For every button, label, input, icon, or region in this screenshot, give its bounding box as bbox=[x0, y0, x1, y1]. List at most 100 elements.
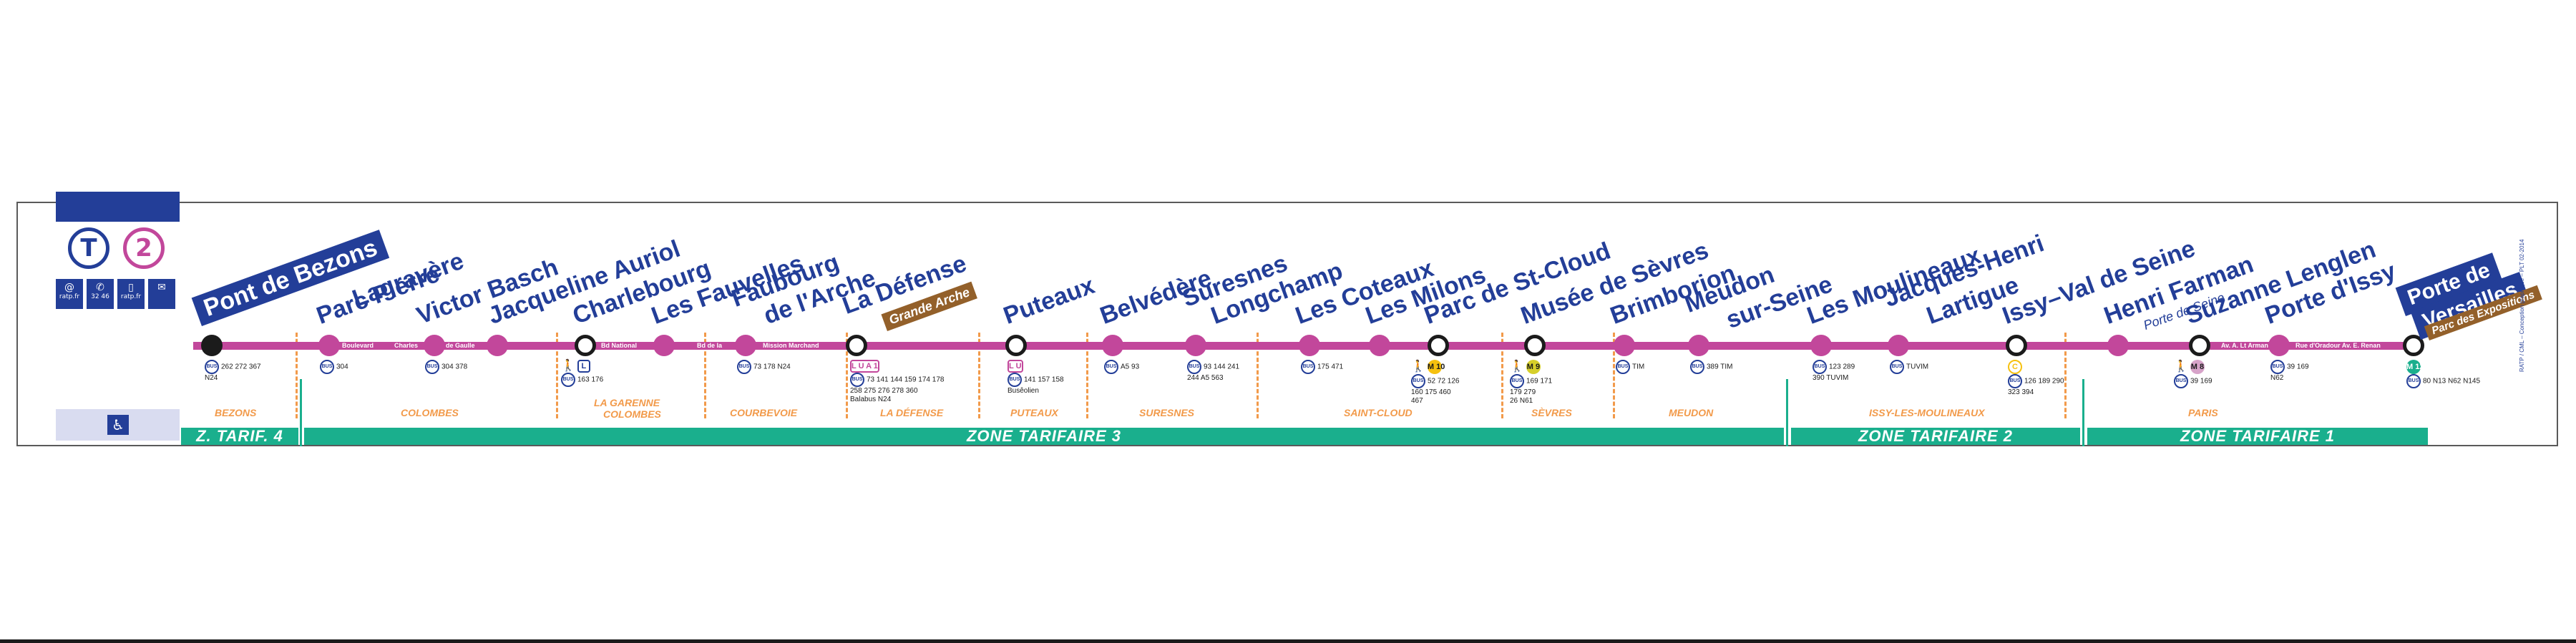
mobile-icon: ▯ bbox=[128, 282, 134, 293]
stop-marker bbox=[2107, 335, 2129, 356]
pedestrian-icon: 🚶 bbox=[1411, 360, 1425, 373]
rail-connections-icon: L U bbox=[1008, 360, 1023, 373]
info-web: @ratp.fr bbox=[56, 279, 83, 309]
commune-separator bbox=[1086, 333, 1088, 418]
commune-label: LA DÉFENSE bbox=[880, 407, 944, 418]
metro-12-icon: M 12 T 3a bbox=[2406, 360, 2442, 374]
zone-1: ZONE TARIFAIRE 1 bbox=[2087, 428, 2428, 445]
stop-marker bbox=[735, 335, 756, 356]
commune-label: BEZONS bbox=[215, 407, 257, 418]
commune-label: COURBEVOIE bbox=[730, 407, 798, 418]
bus-icon: BUS bbox=[2174, 374, 2188, 388]
bus-icon: BUS bbox=[850, 373, 864, 387]
bus-icon: BUS bbox=[1890, 360, 1904, 374]
info-mail: ✉ bbox=[148, 279, 175, 309]
metro-8-icon: M 8 bbox=[2190, 360, 2205, 374]
metro-9-icon: M 9 bbox=[1526, 360, 1541, 374]
street-label: Rue d'Oradour Av. E. Renan bbox=[2296, 342, 2381, 349]
commune-label: ISSY-LES-MOULINEAUX bbox=[1869, 407, 1985, 418]
stop-marker bbox=[1614, 335, 1635, 356]
bus-icon: BUS bbox=[1187, 360, 1201, 374]
commune-label: MEUDON bbox=[1669, 407, 1714, 418]
stop-marker bbox=[1102, 335, 1123, 356]
pedestrian-icon: 🚶 bbox=[2174, 360, 2188, 373]
bus-icon: BUS bbox=[1510, 374, 1524, 388]
stop-marker-connection bbox=[1524, 335, 1546, 356]
stop-marker bbox=[1688, 335, 1709, 356]
header-bar bbox=[56, 192, 180, 222]
zone-separator bbox=[300, 379, 302, 446]
commune-separator bbox=[704, 333, 706, 418]
bus-icon: BUS bbox=[205, 360, 219, 374]
zone-2: ZONE TARIFAIRE 2 bbox=[1791, 428, 2080, 445]
commune-label: LA GARENNE bbox=[594, 397, 660, 408]
at-icon: @ bbox=[64, 282, 74, 293]
bottom-border bbox=[0, 639, 2576, 643]
stop-marker bbox=[1369, 335, 1390, 356]
bus-icon: BUS bbox=[425, 360, 439, 374]
bus-icon: BUS bbox=[2008, 374, 2022, 388]
commune-label: SURESNES bbox=[1139, 407, 1195, 418]
street-label: Av. A. Lt Armand bbox=[2221, 342, 2273, 349]
pedestrian-icon: 🚶 bbox=[1510, 360, 1524, 373]
metro-10-icon: M 10 bbox=[1427, 360, 1445, 374]
street-label: de Gaulle bbox=[446, 342, 475, 349]
stop-marker bbox=[2268, 335, 2290, 356]
stop-marker bbox=[424, 335, 445, 356]
wheelchair-icon: ♿ bbox=[107, 415, 129, 435]
stop-marker bbox=[653, 335, 675, 356]
commune-separator bbox=[1257, 333, 1259, 418]
stop-marker bbox=[487, 335, 508, 356]
pedestrian-icon: 🚶 bbox=[561, 360, 575, 372]
stop-marker-terminus bbox=[201, 335, 223, 356]
bus-icon: BUS bbox=[2270, 360, 2285, 374]
stop-marker bbox=[318, 335, 340, 356]
street-label: Boulevard bbox=[342, 342, 374, 349]
bus-icon: BUS bbox=[737, 360, 751, 374]
street-label: Bd National bbox=[601, 342, 638, 349]
commune-label: SÈVRES bbox=[1531, 407, 1572, 418]
stop-marker-connection bbox=[846, 335, 867, 356]
stop-marker bbox=[1888, 335, 1909, 356]
stop-marker-connection bbox=[2189, 335, 2210, 356]
zone-3: ZONE TARIFAIRE 3 bbox=[304, 428, 1784, 445]
commune-separator bbox=[978, 333, 980, 418]
bus-icon: BUS bbox=[1411, 374, 1425, 388]
commune-label: PARIS bbox=[2188, 407, 2218, 418]
rer-c-icon: C bbox=[2008, 360, 2022, 374]
commune-separator bbox=[2064, 333, 2067, 418]
train-icon: L bbox=[577, 360, 590, 373]
phone-icon: ✆ bbox=[96, 282, 104, 293]
commune-separator bbox=[1613, 333, 1615, 418]
bus-icon: BUS bbox=[561, 373, 575, 387]
commune-label: PUTEAUX bbox=[1010, 407, 1058, 418]
rail-connections-icon: L U A 1 bbox=[850, 360, 879, 373]
stop-marker bbox=[1810, 335, 1832, 356]
street-label: Bd de la bbox=[697, 342, 723, 349]
mail-icon: ✉ bbox=[157, 282, 166, 293]
stop-marker-terminus bbox=[2403, 335, 2424, 356]
info-phone: ✆32 46 bbox=[87, 279, 114, 309]
zone-separator bbox=[1786, 379, 1788, 446]
bus-icon: BUS bbox=[1690, 360, 1704, 374]
commune-label: COLOMBES bbox=[401, 407, 459, 418]
bus-icon: BUS bbox=[1301, 360, 1315, 374]
tram-mode-icon: T bbox=[68, 227, 109, 269]
street-label: Charles bbox=[394, 342, 419, 349]
zone-4: Z. TARIF. 4 bbox=[181, 428, 298, 445]
